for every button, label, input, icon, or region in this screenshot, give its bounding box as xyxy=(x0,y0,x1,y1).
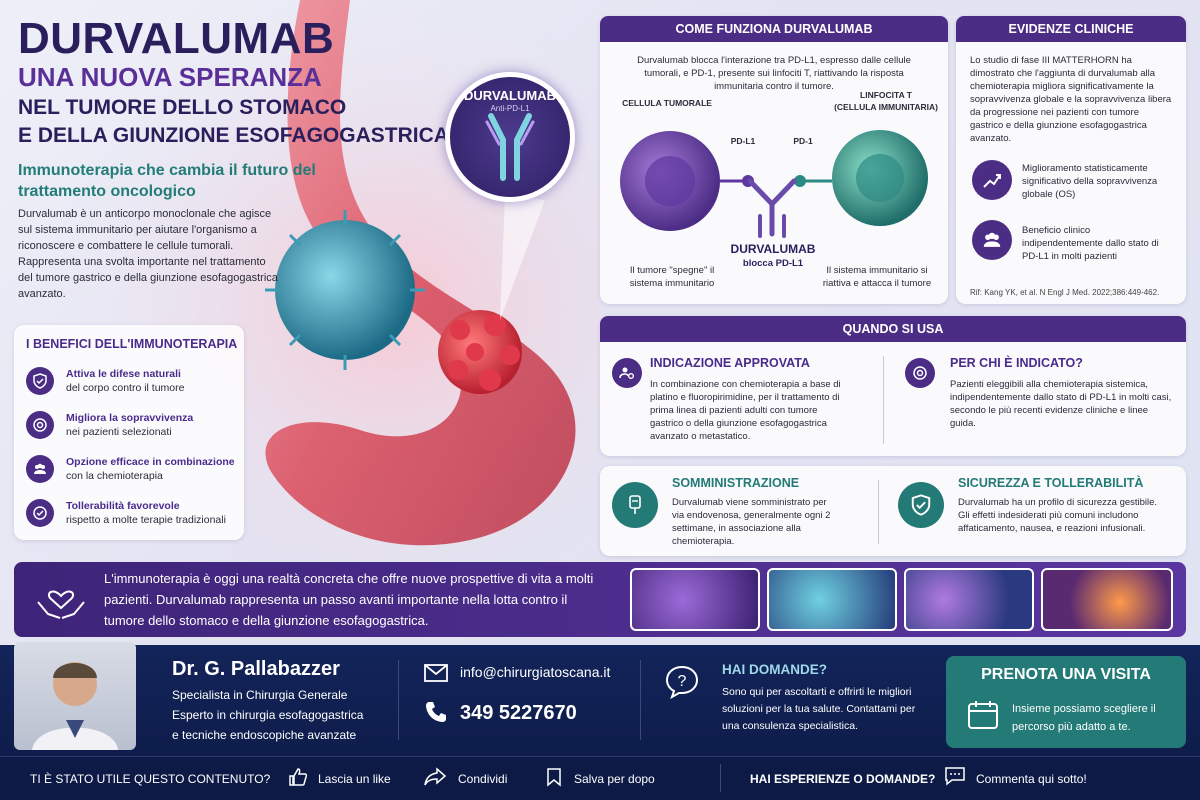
benefits-title: I BENEFICI DELL'IMMUNOTERAPIA xyxy=(26,337,238,351)
administration-text: Durvalumab viene somministrato per via e… xyxy=(672,497,831,547)
how-it-works-header: COME FUNZIONA DURVALUMAB xyxy=(600,16,948,42)
caring-hands-icon xyxy=(37,590,85,619)
mechanism-diagram xyxy=(620,130,928,238)
people-icon xyxy=(972,220,1012,260)
administration-panel: SOMMINISTRAZIONE Durvalumab viene sommin… xyxy=(600,466,1186,556)
banner-text: L'immunoterapia è oggi una realtà concre… xyxy=(104,571,594,628)
evidence-ref: Rif: Kang YK, et al. N Engl J Med. 2022;… xyxy=(970,288,1160,297)
safety-title: SICUREZZA E TOLLERABILITÀ xyxy=(958,476,1144,490)
benefit-text: rispetto a molte terapie tradizionali xyxy=(66,514,226,526)
benefit-bold: Opzione efficace in combinazione xyxy=(66,456,235,468)
share-icon[interactable] xyxy=(424,767,446,787)
who-text: Pazienti eleggibili alla chemioterapia s… xyxy=(950,379,1172,429)
doctor-role-3: e tecniche endoscopiche avanzate xyxy=(172,728,357,742)
doctor-role-1: Specialista in Chirurgia Generale xyxy=(172,688,348,702)
tumor-cell-label: CELLULA TUMORALE xyxy=(622,98,712,108)
comment-icon[interactable] xyxy=(944,766,966,786)
evidence-panel: EVIDENZE CLINICHE Lo studio di fase III … xyxy=(956,16,1186,304)
left-caption: Il tumore "spegne" il sistema immunitari… xyxy=(629,265,715,289)
thumbs-up-icon[interactable] xyxy=(288,767,308,787)
benefit-bold: Tollerabilità favorevole xyxy=(66,500,180,512)
when-used-panel: QUANDO SI USA INDICAZIONE APPROVATA In c… xyxy=(600,316,1186,456)
immune-cell-label-2: (CELLULA IMMUNITARIA) xyxy=(834,102,938,112)
email-icon xyxy=(424,664,448,682)
benefit-text: del corpo contro il tumore xyxy=(66,382,185,394)
benefit-bold: Attiva le difese naturali xyxy=(66,368,181,380)
doctor-name: Dr. G. Pallabazzer xyxy=(172,658,340,680)
doctor-role-2: Esperto in chirurgia esofagogastrica xyxy=(172,708,364,722)
when-used-header: QUANDO SI USA xyxy=(600,316,1186,342)
people-icon xyxy=(26,455,54,483)
safety-text: Durvalumab ha un profilo di sicurezza ge… xyxy=(958,497,1158,534)
how-it-works-desc: Durvalumab blocca l'interazione tra PD-L… xyxy=(637,55,911,92)
feedback-question: TI È STATO UTILE QUESTO CONTENUTO? xyxy=(30,772,271,786)
tagline: Immunoterapia che cambia il futuro del t… xyxy=(18,162,316,200)
benefit-item: Tollerabilità favorevole rispetto a molte… xyxy=(26,499,226,527)
title-line-3: NEL TUMORE DELLO STOMACO xyxy=(18,96,347,119)
book-visit-title: PRENOTA UNA VISITA xyxy=(981,666,1151,683)
benefit-text: nei pazienti selezionati xyxy=(66,426,172,438)
shield-icon xyxy=(26,367,54,395)
questions-text: Sono qui per ascoltarti e offrirti le mi… xyxy=(722,686,916,732)
benefit-item: Attiva le difese naturali del corpo contr… xyxy=(26,367,184,395)
questions-title: HAI DOMANDE? xyxy=(722,662,827,677)
magnifier-badge xyxy=(445,72,575,202)
like-button[interactable]: Lascia un like xyxy=(318,772,391,786)
evidence-item-2: Beneficio clinico indipendentemente dall… xyxy=(1022,225,1159,262)
evidence-header: EVIDENZE CLINICHE xyxy=(956,16,1186,42)
phone-link[interactable]: 349 5227670 xyxy=(460,702,577,724)
benefit-bold: Migliora la sopravvivenza xyxy=(66,412,194,424)
page-title: DURVALUMAB xyxy=(18,14,335,63)
iv-bag-icon xyxy=(612,482,658,528)
benefits-panel: I BENEFICI DELL'IMMUNOTERAPIA Attiva le … xyxy=(14,325,244,540)
target-icon xyxy=(26,411,54,439)
evidence-text: Lo studio di fase III MATTERHORN ha dimo… xyxy=(970,55,1172,144)
share-button[interactable]: Condividi xyxy=(458,772,508,786)
how-it-works-panel: COME FUNZIONA DURVALUMAB Durvalumab bloc… xyxy=(600,16,948,304)
thumbnail-image xyxy=(1041,568,1173,631)
immune-cell-label-1: LINFOCITA T xyxy=(860,90,912,100)
save-button[interactable]: Salva per dopo xyxy=(574,772,655,786)
drug-label: DURVALUMAB xyxy=(730,242,816,256)
magnifier-title: DURVALUMAB xyxy=(464,88,556,103)
phone-icon xyxy=(426,702,446,722)
benefit-text: con la chemioterapia xyxy=(66,470,163,482)
question-bubble-icon: ? xyxy=(665,665,699,700)
bottom-bar xyxy=(0,756,1200,800)
drug-sub: blocca PD-L1 xyxy=(742,258,804,269)
bookmark-icon[interactable] xyxy=(546,767,562,787)
antibody-icon xyxy=(485,113,535,181)
email-link[interactable]: info@chirurgiatoscana.it xyxy=(460,664,611,680)
right-caption: Il sistema immunitario si riattiva e att… xyxy=(822,265,932,289)
user-search-icon xyxy=(612,358,642,388)
pd1-label: PD-1 xyxy=(793,136,813,146)
thumbnail-image xyxy=(767,568,897,631)
target-icon xyxy=(905,358,935,388)
indication-text: In combinazione con chemioterapia a base… xyxy=(650,379,841,442)
benefit-item: Migliora la sopravvivenza nei pazienti se… xyxy=(26,411,193,439)
administration-title: SOMMINISTRAZIONE xyxy=(672,476,800,490)
book-visit-text: Insieme possiamo scegliere il percorso p… xyxy=(1012,703,1156,733)
doctor-photo xyxy=(14,642,136,750)
shield-icon xyxy=(898,482,944,528)
book-visit-button[interactable] xyxy=(946,656,1186,748)
thumbnail-image xyxy=(904,568,1034,631)
page-subtitle: UNA NUOVA SPERANZA xyxy=(18,62,322,92)
indication-title: INDICAZIONE APPROVATA xyxy=(650,356,810,370)
magnifier-sub: Anti-PD-L1 xyxy=(490,104,530,113)
experience-question: HAI ESPERIENZE O DOMANDE? xyxy=(750,772,936,786)
svg-text:?: ? xyxy=(678,673,687,690)
pdl1-label: PD-L1 xyxy=(730,136,756,146)
title-line-4: E DELLA GIUNZIONE ESOFAGOGASTRICA xyxy=(18,124,449,147)
who-title: PER CHI È INDICATO? xyxy=(950,356,1083,370)
check-icon xyxy=(26,499,54,527)
comment-button[interactable]: Commenta qui sotto! xyxy=(976,772,1087,786)
calendar-icon xyxy=(968,701,998,729)
benefit-item: Opzione efficace in combinazione con la c… xyxy=(26,455,235,483)
intro-text: Durvalumab è un anticorpo monoclonale ch… xyxy=(18,208,278,300)
thumbnail-image xyxy=(630,568,760,631)
evidence-item-1: Miglioramento statisticamente significat… xyxy=(1022,163,1158,200)
chart-up-icon xyxy=(972,160,1012,200)
